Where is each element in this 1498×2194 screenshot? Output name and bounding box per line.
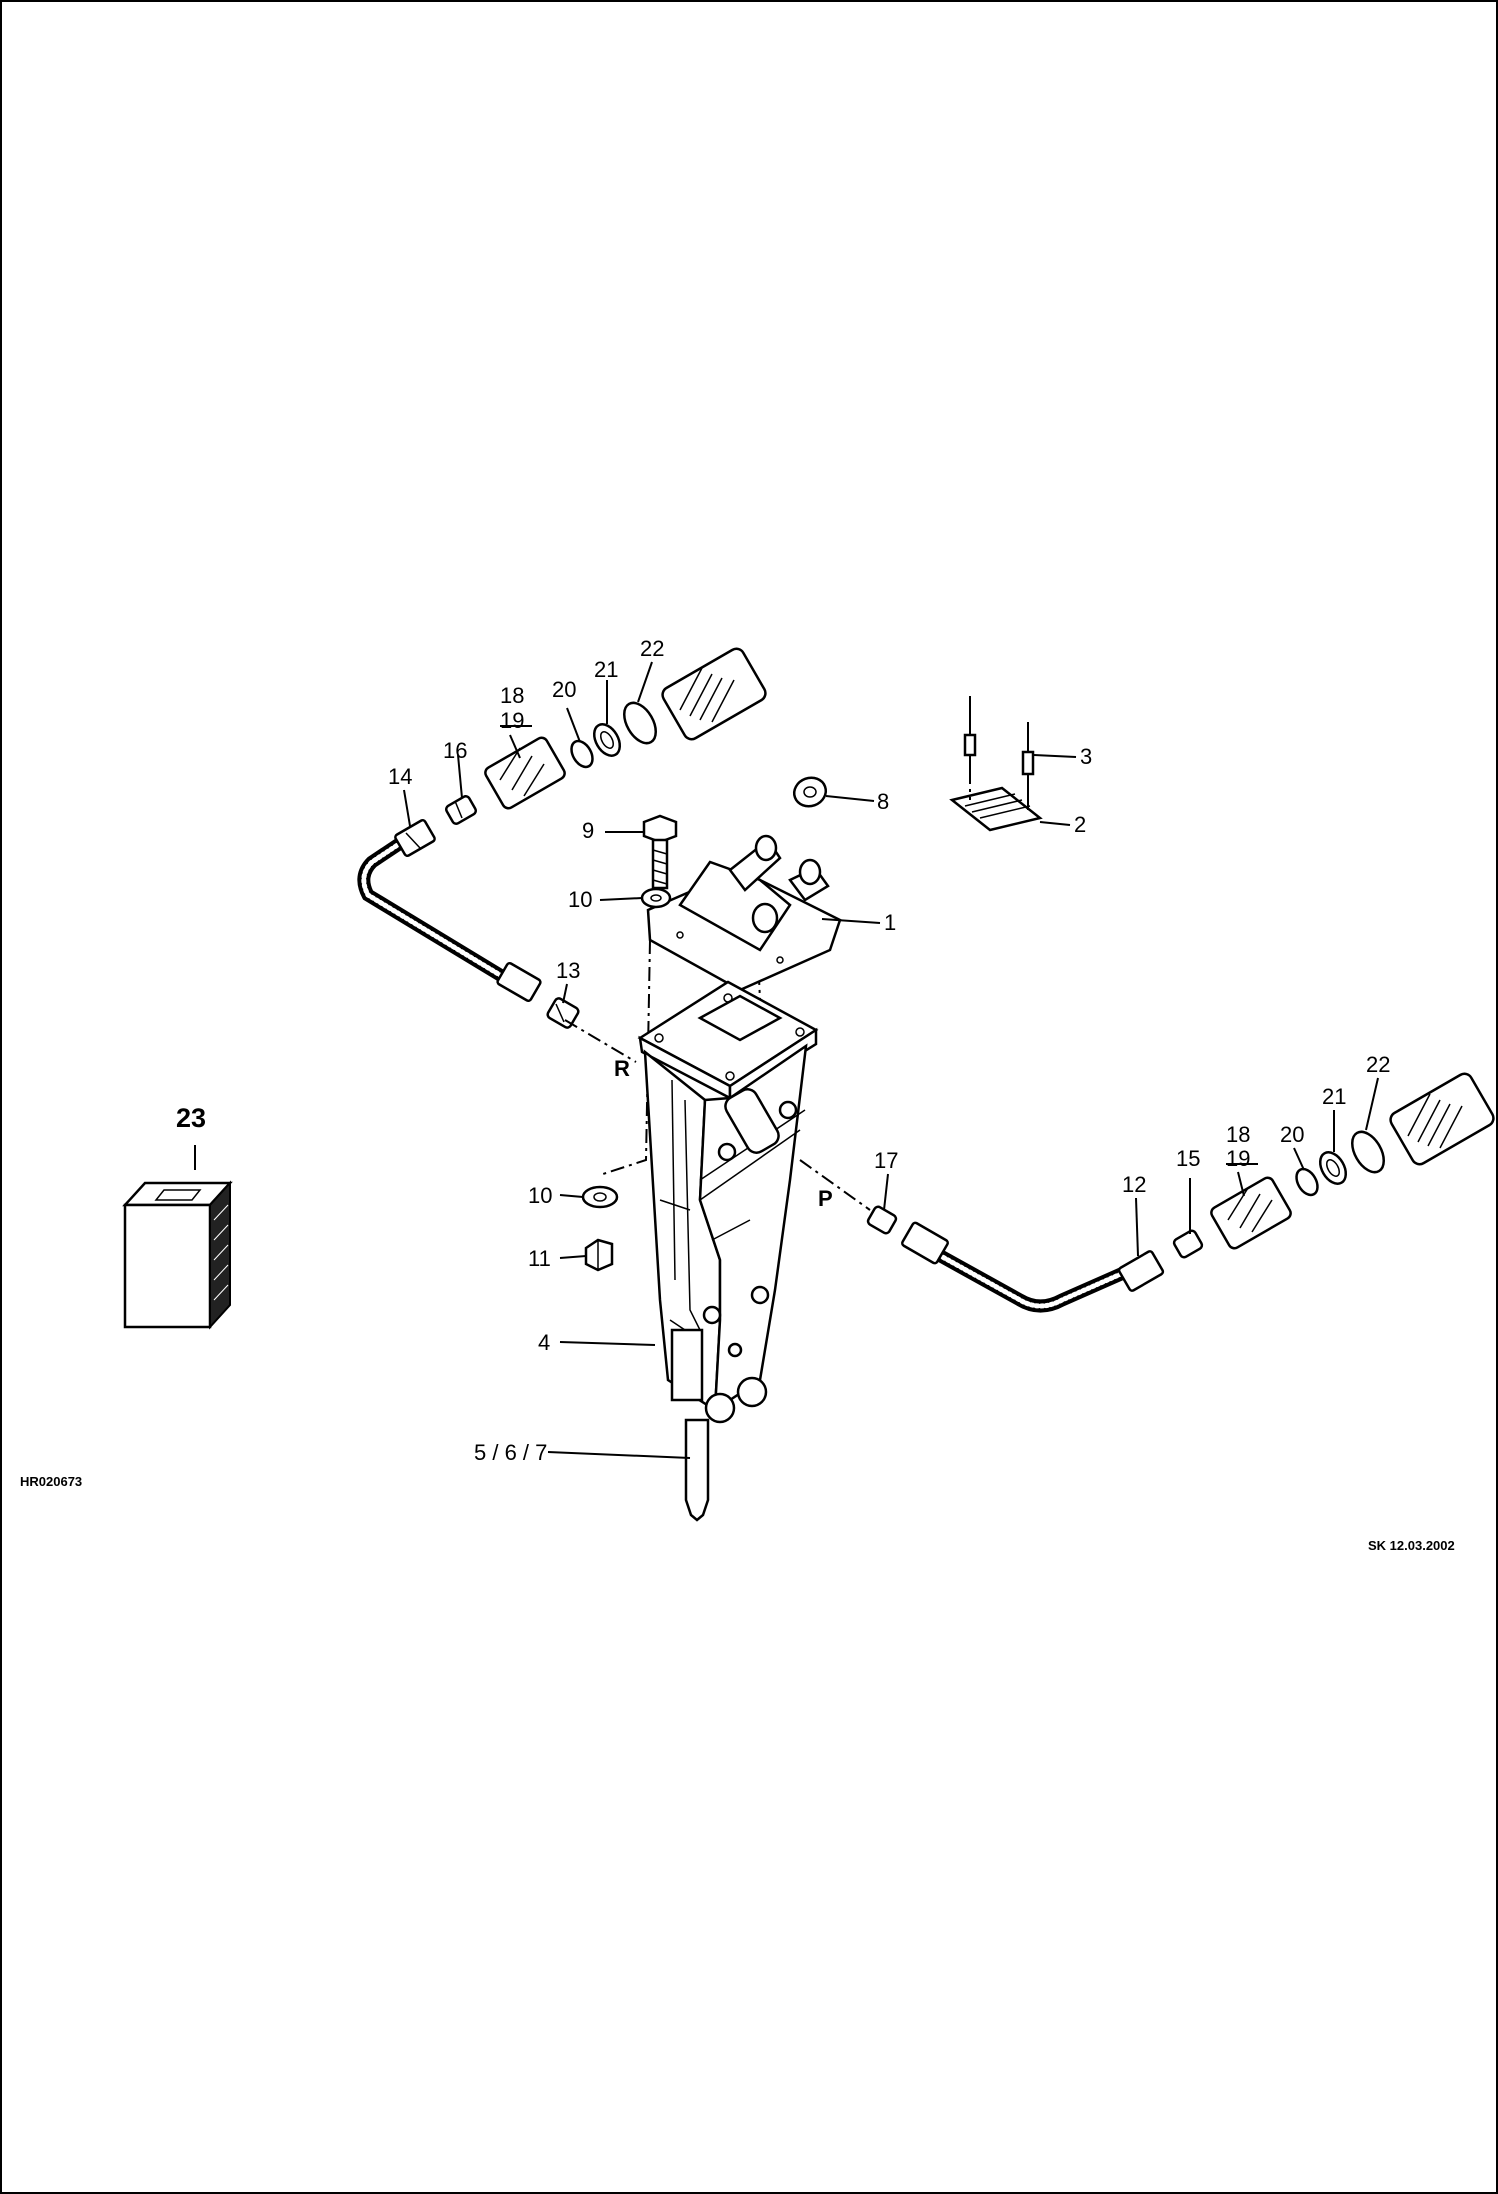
label-16: 16 (443, 738, 467, 763)
fitting-right-lower (901, 1221, 949, 1265)
fitting-12 (1117, 1250, 1165, 1292)
rivet-3-left (963, 696, 977, 770)
label-11: 11 (528, 1246, 551, 1271)
oring-22-right (1351, 1130, 1385, 1174)
label-22-right: 22 (1366, 1052, 1390, 1077)
label-17: 17 (874, 1148, 898, 1173)
label-15: 15 (1176, 1146, 1200, 1171)
port-label-r: R (614, 1056, 630, 1081)
coupling-half-right (1389, 1072, 1495, 1166)
ring-20-right (1295, 1167, 1319, 1197)
port-label-p: P (818, 1186, 833, 1211)
label-23: 23 (176, 1103, 206, 1133)
coupling-18-19-right (1210, 1176, 1292, 1250)
fitting-left-lower (496, 961, 542, 1003)
chisel-5-6-7 (684, 1418, 710, 1522)
label-18-right: 18 (1226, 1122, 1250, 1147)
label-20-right: 20 (1280, 1122, 1304, 1147)
adapter-plate-1 (646, 834, 842, 992)
plate-2 (949, 786, 1043, 832)
breaker-body-4 (637, 980, 819, 1424)
label-4: 4 (538, 1330, 550, 1355)
label-19-right: 19 (1226, 1146, 1250, 1171)
label-13: 13 (556, 958, 580, 983)
leader-lines (194, 661, 1379, 1459)
label-21-right: 21 (1322, 1084, 1346, 1109)
adapter-13 (546, 997, 580, 1029)
nut-11 (584, 1238, 614, 1272)
date-stamp: SK 12.03.2002 (1368, 1538, 1455, 1553)
label-5-6-7: 5 / 6 / 7 (474, 1440, 547, 1465)
centreline-mount (599, 939, 651, 1176)
label-8: 8 (877, 789, 889, 814)
ring-21-left (592, 723, 622, 757)
label-21-left: 21 (594, 657, 618, 682)
ring-20-left (570, 739, 594, 769)
label-1: 1 (884, 910, 896, 935)
washer-8 (792, 776, 828, 808)
coupling-18-19-left (484, 736, 566, 810)
label-12: 12 (1122, 1172, 1146, 1197)
bolt-9 (642, 814, 678, 890)
label-10-upper: 10 (568, 887, 592, 912)
centreline-port-r (564, 1019, 637, 1063)
label-18-left: 18 (500, 683, 524, 708)
toolbox-23 (122, 1180, 233, 1330)
fitting-14 (394, 818, 436, 858)
centreline-port-p (799, 1159, 871, 1211)
label-14: 14 (388, 764, 412, 789)
label-10-lower: 10 (528, 1183, 552, 1208)
drawing-id: HR020673 (20, 1474, 82, 1489)
hose-right (923, 1243, 1137, 1313)
adapter-16 (444, 795, 478, 825)
washer-10-lower (581, 1185, 619, 1209)
label-9: 9 (582, 818, 594, 843)
label-19-left: 19 (500, 708, 524, 733)
label-2: 2 (1074, 812, 1086, 837)
coupling-half-left (661, 647, 767, 741)
label-3: 3 (1080, 744, 1092, 769)
ring-21-right (1318, 1151, 1348, 1185)
adapter-15 (1172, 1229, 1204, 1259)
washer-10-upper (640, 887, 672, 909)
label-22-left: 22 (640, 636, 664, 661)
hose-left (357, 833, 507, 982)
rivet-3-right (1021, 722, 1035, 796)
adapter-17 (866, 1205, 898, 1235)
label-20-left: 20 (552, 677, 576, 702)
oring-22-left (623, 701, 657, 745)
